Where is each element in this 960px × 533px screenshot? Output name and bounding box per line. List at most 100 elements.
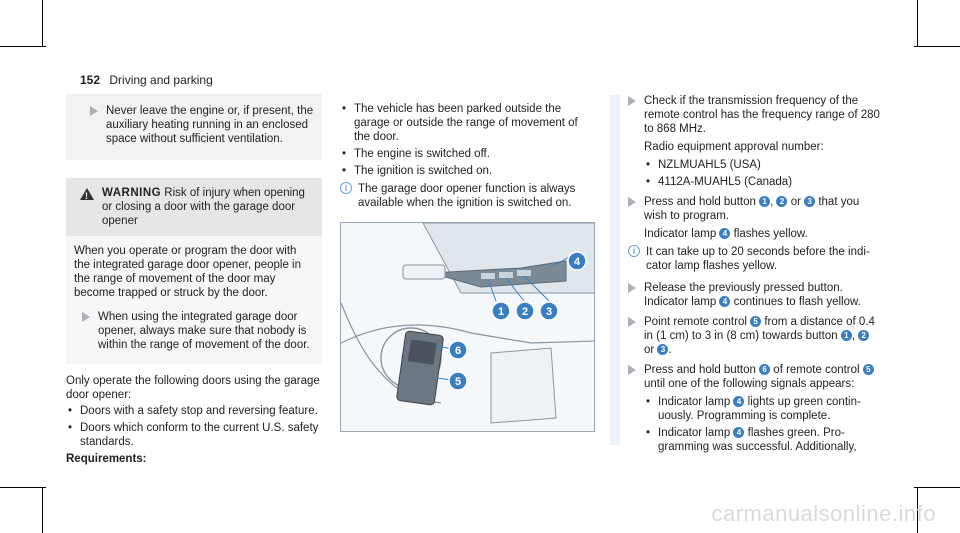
lamp-4-marker: 4 bbox=[733, 427, 745, 438]
text-run: Press and hold button bbox=[644, 364, 756, 376]
text-run: lights up green contin­uously. Programmi… bbox=[658, 396, 861, 422]
paragraph: Only operate the following doors using t… bbox=[66, 375, 320, 401]
crop-mark bbox=[917, 487, 918, 533]
text-run: continues to flash yellow. bbox=[733, 296, 861, 308]
button-2-marker: 2 bbox=[858, 330, 870, 341]
info-text: It can take up to 20 seconds before the … bbox=[646, 246, 870, 272]
crop-mark bbox=[42, 0, 43, 46]
arrow-icon bbox=[90, 106, 98, 116]
warning-header: WARNING Risk of injury when opening or c… bbox=[66, 178, 322, 236]
lamp-4-marker: 4 bbox=[733, 396, 745, 407]
column-middle: The vehicle has been parked outside the … bbox=[340, 94, 596, 210]
callout-label: 6 bbox=[455, 345, 461, 357]
section-title: Driving and parking bbox=[109, 73, 213, 87]
arrow-icon bbox=[628, 365, 636, 375]
callout-6: 6 bbox=[448, 340, 468, 360]
text-run: until one of the following signals appea… bbox=[644, 378, 855, 390]
arrow-icon bbox=[628, 197, 636, 207]
lamp-4-marker: 4 bbox=[719, 228, 731, 239]
callout-2: 2 bbox=[515, 301, 535, 321]
text-run: flashes yellow. bbox=[733, 228, 808, 240]
crop-mark bbox=[42, 487, 43, 533]
info-icon: i bbox=[628, 245, 640, 257]
list-item: The ignition is switched on. bbox=[340, 164, 596, 178]
approval-list: NZLMUAHL5 (USA) 4112A-MUAHL5 (Canada) bbox=[644, 158, 880, 189]
lamp-4-marker: 4 bbox=[719, 296, 731, 307]
car-interior-drawing: 4 1 2 3 6 5 bbox=[341, 223, 594, 431]
page-number: 152 bbox=[80, 73, 101, 87]
text-run: Press and hold button bbox=[644, 196, 756, 208]
instruction-step: Release the previously pressed button. I… bbox=[612, 281, 880, 309]
door-list: Doors with a safety stop and reversing f… bbox=[66, 404, 322, 449]
crop-mark bbox=[0, 46, 46, 47]
info-note: i The garage door opener function is alw… bbox=[340, 182, 596, 210]
column-right: Check if the transmission frequency of t… bbox=[610, 94, 880, 457]
list-item: The engine is switched off. bbox=[340, 147, 596, 161]
instruction-box: Never leave the engine or, if present, t… bbox=[66, 94, 322, 160]
info-icon: i bbox=[340, 182, 352, 194]
list-item: NZLMUAHL5 (USA) bbox=[644, 158, 880, 172]
button-1-marker: 1 bbox=[840, 330, 852, 341]
button-1-marker: 1 bbox=[759, 196, 771, 207]
text-run: that you wish to program. bbox=[644, 196, 860, 222]
list-item: Indicator lamp 4 flashes green. Pro­gram… bbox=[644, 426, 880, 454]
list-item: Indicator lamp 4 lights up green contin­… bbox=[644, 395, 880, 423]
instruction-step: Never leave the engine or, if present, t… bbox=[74, 104, 314, 146]
step-sidebar bbox=[610, 95, 620, 445]
list-item: Doors with a safety stop and reversing f… bbox=[66, 404, 322, 418]
text-run: Indicator lamp bbox=[658, 396, 731, 408]
list-item: Doors which conform to the current U.S. … bbox=[66, 421, 322, 449]
warning-body: When you operate or program the door wit… bbox=[74, 245, 301, 299]
crop-mark bbox=[914, 46, 960, 47]
crop-mark bbox=[917, 0, 918, 46]
instruction-text: Indicator lamp 4 continues to flash yell… bbox=[644, 295, 880, 309]
watermark: carmanualsonline.info bbox=[711, 501, 936, 526]
button-6-marker: 6 bbox=[759, 364, 771, 375]
text-run: or bbox=[644, 344, 655, 356]
text-run: flashes green. Pro­gramming was successf… bbox=[658, 427, 857, 453]
instruction-text: Indicator lamp 4 flashes yellow. bbox=[644, 227, 880, 241]
instruction-step: Press and hold button 6 of remote contro… bbox=[612, 363, 880, 454]
instruction-step: When using the integrated garage door op… bbox=[74, 310, 314, 352]
text-run: of remote control bbox=[773, 364, 860, 376]
callout-1: 1 bbox=[491, 301, 511, 321]
info-text: The garage door opener function is alway… bbox=[358, 183, 576, 209]
text-run: Indicator lamp bbox=[644, 228, 717, 240]
warning-text: Risk of injury when opening or closing a… bbox=[102, 187, 305, 227]
signal-list: Indicator lamp 4 lights up green contin­… bbox=[644, 395, 880, 454]
arrow-icon bbox=[628, 283, 636, 293]
callout-label: 3 bbox=[546, 306, 552, 318]
text-run: from a distance of 0.4 in (1 cm) to 3 in… bbox=[644, 316, 875, 342]
instruction-text: When using the integrated garage door op… bbox=[98, 311, 310, 351]
crop-mark bbox=[0, 487, 46, 488]
instruction-text: Check if the transmission frequency of t… bbox=[644, 95, 880, 135]
button-3-marker: 3 bbox=[804, 196, 816, 207]
callout-3: 3 bbox=[539, 301, 559, 321]
info-note: i It can take up to 20 seconds before th… bbox=[628, 245, 880, 273]
list-item: 4112A-MUAHL5 (Canada) bbox=[644, 175, 880, 189]
requirements-list: The vehicle has been parked outside the … bbox=[340, 102, 596, 178]
callout-4: 4 bbox=[567, 251, 587, 271]
button-2-marker: 2 bbox=[776, 196, 788, 207]
instruction-text: Press and hold button 6 of remote contro… bbox=[644, 363, 880, 391]
remote-5-marker: 5 bbox=[862, 364, 874, 375]
instruction-text: Never leave the engine or, if present, t… bbox=[106, 105, 314, 145]
instruction-step: Point remote control 5 from a distance o… bbox=[612, 315, 880, 357]
garage-opener-illustration: 4 1 2 3 6 5 bbox=[340, 222, 595, 432]
radio-approval-label: Radio equipment approval number: bbox=[644, 141, 824, 153]
list-item: The vehicle has been parked outside the … bbox=[340, 102, 596, 144]
callout-label: 4 bbox=[574, 256, 581, 268]
instruction-step: Press and hold button 1, 2 or 3 that you… bbox=[612, 195, 880, 241]
column-left: Never leave the engine or, if present, t… bbox=[66, 94, 322, 466]
instruction-text: Point remote control 5 from a distance o… bbox=[644, 316, 875, 356]
page-header: 152 Driving and parking bbox=[80, 73, 213, 87]
text-run: Indicator lamp bbox=[658, 427, 731, 439]
requirements-heading: Requirements: bbox=[66, 453, 147, 465]
instruction-text: Release the previously pressed button. bbox=[644, 282, 843, 294]
crop-mark bbox=[914, 487, 960, 488]
warning-box: WARNING Risk of injury when opening or c… bbox=[66, 178, 322, 364]
instruction-step: Check if the transmission frequency of t… bbox=[612, 94, 880, 189]
instruction-text: Press and hold button 1, 2 or 3 that you… bbox=[644, 196, 860, 222]
remote-5-marker: 5 bbox=[750, 316, 762, 327]
callout-label: 5 bbox=[455, 376, 461, 388]
